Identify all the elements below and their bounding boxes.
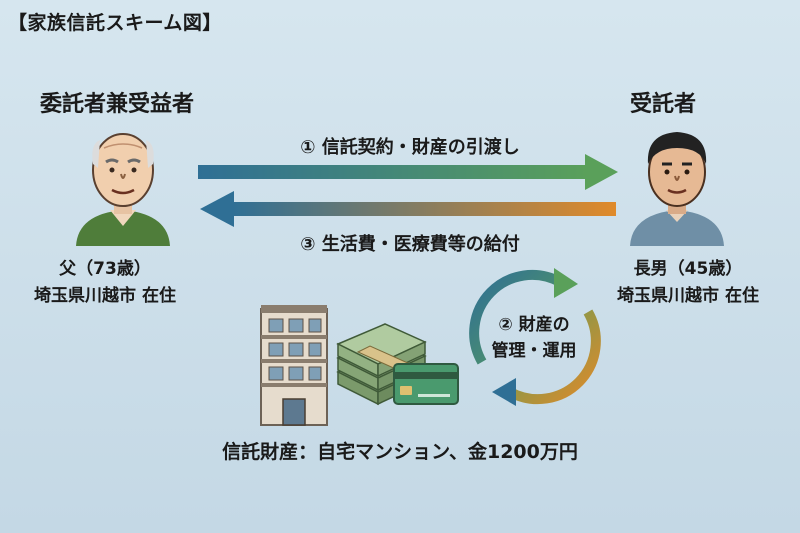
cycle-label-line2: 管理・運用	[491, 341, 577, 361]
cash-stack-icon	[336, 323, 427, 406]
young-man-icon	[630, 132, 724, 246]
settlor-role: 委託者兼受益者	[40, 92, 195, 117]
elderly-man-icon	[76, 133, 170, 246]
settlor-residence: 埼玉県川越市 在住	[34, 286, 176, 306]
trustee-role: 受託者	[630, 92, 697, 117]
trust-assets-label: 信託財産：自宅マンション、金1200万円	[222, 441, 578, 463]
trustee-name-age: 長男（45歳）	[633, 259, 743, 279]
apartment-building-icon	[260, 305, 328, 426]
cycle-arrows-icon	[469, 268, 601, 406]
trustee-residence: 埼玉県川越市 在住	[617, 286, 759, 306]
cycle-label-line1: ② 財産の	[498, 315, 570, 335]
settlor-name-age: 父（73歳）	[59, 259, 151, 279]
bank-card-icon	[393, 363, 459, 405]
transfer-label: ① 信託契約・財産の引渡し	[300, 137, 520, 158]
transfer-arrow	[198, 154, 618, 190]
page-title: 【家族信託スキーム図】	[8, 12, 222, 34]
benefit-label: ③ 生活費・医療費等の給付	[300, 234, 520, 255]
benefit-arrow	[200, 191, 616, 227]
